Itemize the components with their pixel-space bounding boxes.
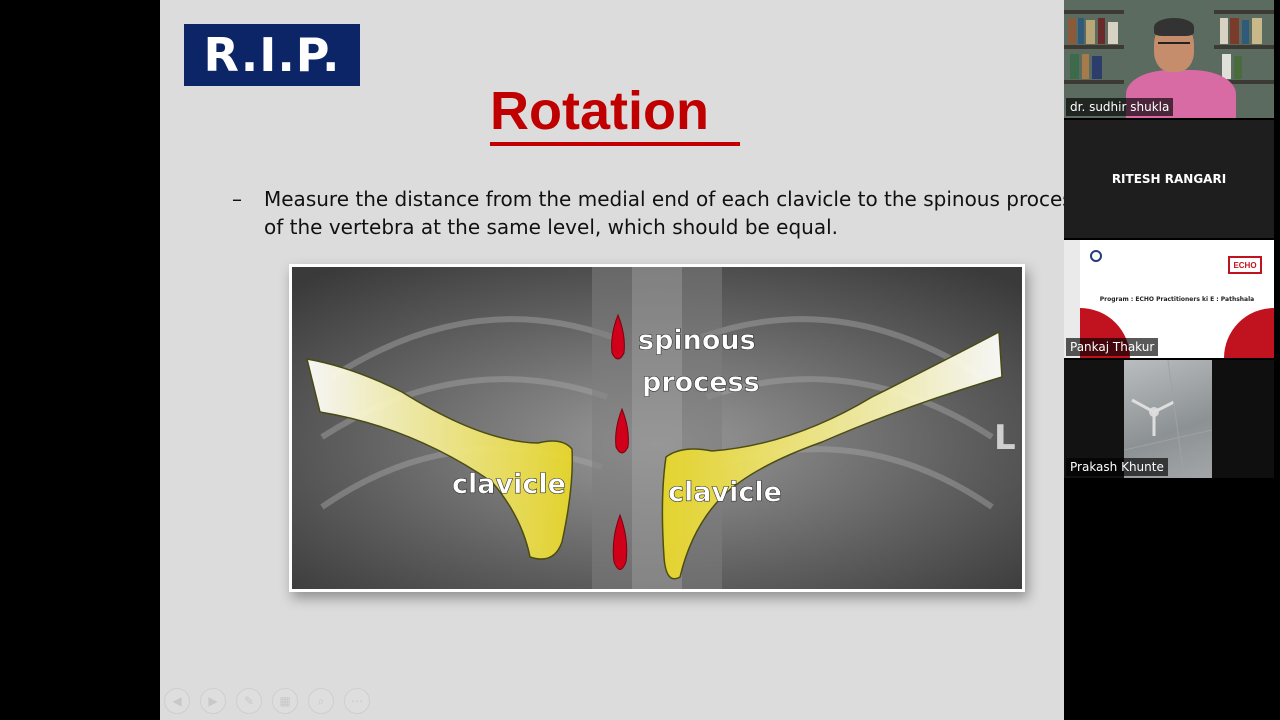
slides-grid-icon[interactable]: ▦ <box>272 688 298 714</box>
back-arrow-icon[interactable]: ◀ <box>164 688 190 714</box>
bullet-dash: – <box>232 187 242 211</box>
chest-xray-image: spinous process clavicle clavicle L <box>289 264 1025 592</box>
spinous-marker-3 <box>612 513 628 570</box>
participant-name: Prakash Khunte <box>1066 458 1168 476</box>
bullet-point: – Measure the distance from the medial e… <box>232 185 1092 241</box>
clavicle-left-label: clavicle <box>452 469 566 500</box>
spine-column <box>592 267 722 589</box>
participant-tile[interactable]: RITESH RANGARI <box>1064 120 1274 238</box>
video-dark-area <box>1212 360 1274 478</box>
spinous-marker-1 <box>611 313 625 360</box>
clavicle-left-shape <box>305 358 574 560</box>
spinous-label-line1: spinous <box>638 325 756 356</box>
participant-name: RITESH RANGARI <box>1111 172 1227 186</box>
participant-name: Pankaj Thakur <box>1066 338 1159 356</box>
bullet-text: Measure the distance from the medial end… <box>264 187 1084 239</box>
participant-tile[interactable]: ECHO Program : ECHO Practitioners ki E :… <box>1064 240 1274 358</box>
participant-name: dr. sudhir shukla <box>1066 98 1174 116</box>
forward-arrow-icon[interactable]: ▶ <box>200 688 226 714</box>
participant-tile[interactable]: dr. sudhir shukla <box>1064 0 1274 118</box>
glasses-icon <box>1158 42 1190 48</box>
participant-tile[interactable]: Prakash Khunte <box>1064 360 1274 478</box>
ceiling-fan-icon <box>1123 360 1213 478</box>
spinous-marker-2 <box>615 407 629 454</box>
participant-hair <box>1154 18 1194 36</box>
rip-logo: R.I.P. <box>184 24 360 86</box>
side-marker-label: L <box>994 418 1016 458</box>
college-seal-icon <box>1090 250 1102 262</box>
slide-title: Rotation <box>490 80 740 146</box>
echo-logo: ECHO <box>1228 256 1262 274</box>
presenter-toolbar: ◀ ▶ ✎ ▦ ⌕ ⋯ <box>164 688 370 716</box>
presentation-slide: R.I.P. Rotation – Measure the distance f… <box>160 0 1120 720</box>
thumbnail-program-text: Program : ECHO Practitioners ki E : Path… <box>1099 296 1255 303</box>
participants-panel: dr. sudhir shukla RITESH RANGARI ECHO Pr… <box>1064 0 1280 720</box>
clavicle-right-label: clavicle <box>668 477 782 508</box>
pen-icon[interactable]: ✎ <box>236 688 262 714</box>
thumbnail-red-accent-right <box>1224 308 1274 358</box>
zoom-icon[interactable]: ⌕ <box>308 688 334 714</box>
clavicle-right-shape <box>661 330 1003 580</box>
more-options-icon[interactable]: ⋯ <box>344 688 370 714</box>
spinous-label-line2: process <box>642 367 760 398</box>
chest-xray-illustration: spinous process clavicle clavicle L <box>292 267 1022 589</box>
